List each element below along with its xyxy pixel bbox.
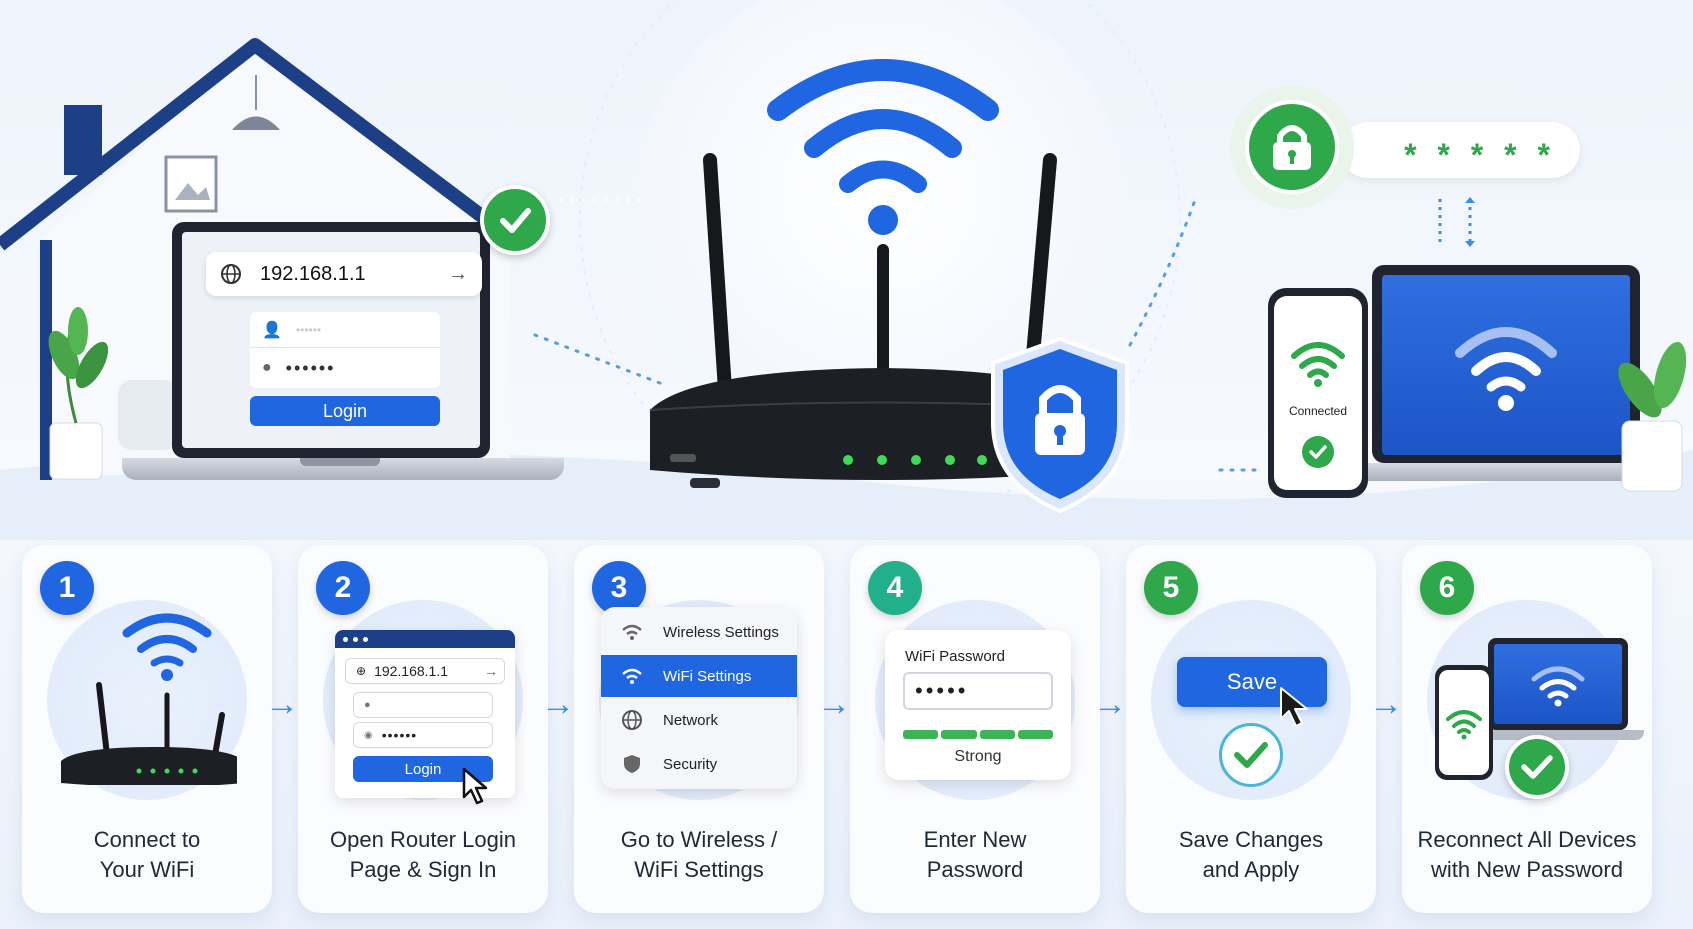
go-arrow-icon[interactable]: → xyxy=(448,262,468,285)
sync-arrows-icon xyxy=(1438,197,1475,247)
step-card-1: 1 Connect to Your WiFi xyxy=(22,545,272,913)
check-icon xyxy=(1219,723,1283,787)
step-number-badge: 1 xyxy=(40,561,94,615)
step-caption: Save Changes and Apply xyxy=(1178,827,1324,882)
step-number-badge: 4 xyxy=(868,561,922,615)
address-bar[interactable]: 192.168.1.1 → xyxy=(206,252,482,296)
menu-item-wireless-settings[interactable]: Wireless Settings xyxy=(601,611,797,653)
router-icon xyxy=(61,613,237,785)
step-card-3: 3 Wireless Settings WiFi Settings Networ… xyxy=(574,545,824,913)
laptop xyxy=(1488,638,1628,730)
globe-icon xyxy=(622,710,642,730)
browser-window: ⊕ 192.168.1.1 → ● ◉ •••••• Login xyxy=(335,630,515,798)
menu-item-security[interactable]: Security xyxy=(601,743,797,785)
wifi-icon xyxy=(1455,327,1557,411)
connected-label: Connected xyxy=(1288,404,1348,418)
username-field[interactable]: 👤 •••••• xyxy=(250,312,440,348)
wifi-icon xyxy=(622,624,642,640)
save-button[interactable]: Save xyxy=(1177,657,1327,707)
password-stars: * * * * * xyxy=(1404,136,1556,173)
step-number-badge: 6 xyxy=(1420,561,1474,615)
wifi-icon xyxy=(1531,666,1585,707)
login-button[interactable]: Login xyxy=(250,396,440,426)
wifi-icon xyxy=(622,668,642,684)
strength-label: Strong xyxy=(954,748,1002,765)
login-form: 👤 •••••• ● •••••• xyxy=(250,312,440,388)
arrow-right-icon: → xyxy=(265,685,299,723)
go-arrow-icon: → xyxy=(484,663,498,679)
arrow-right-icon: → xyxy=(541,685,575,723)
settings-menu: Wireless Settings WiFi Settings Network … xyxy=(601,607,797,789)
arrow-right-icon: → xyxy=(817,685,851,723)
plant-icon xyxy=(1618,341,1687,492)
step-caption: Connect to Your WiFi xyxy=(93,827,201,882)
wifi-icon xyxy=(1291,342,1345,387)
laptop-base xyxy=(122,458,564,480)
step-caption: Reconnect All Devices with New Password xyxy=(1417,827,1637,882)
step-number-badge: 3 xyxy=(592,561,646,615)
user-icon: 👤 xyxy=(262,321,282,339)
password-pill: * * * * * xyxy=(1340,122,1580,178)
check-icon xyxy=(1505,735,1569,799)
check-icon xyxy=(480,185,550,255)
step-number-badge: 5 xyxy=(1144,561,1198,615)
wifi-password-label: WiFi Password xyxy=(905,648,1006,665)
step-card-6: 6 xyxy=(1402,545,1652,913)
user-icon: ● xyxy=(364,699,371,711)
key-icon: ◉ xyxy=(364,729,374,741)
step-card-4: 4 WiFi Password ••••• Strong Enter New P… xyxy=(850,545,1100,913)
menu-item-wifi-settings[interactable]: WiFi Settings xyxy=(601,655,797,697)
arrow-right-icon: → xyxy=(1093,685,1127,723)
globe-icon xyxy=(221,264,241,284)
step-caption: Open Router Login Page & Sign In xyxy=(330,827,516,882)
phone: Connected xyxy=(1268,288,1368,498)
cursor-icon xyxy=(462,767,488,805)
step-caption: Go to Wireless / WiFi Settings xyxy=(620,827,778,882)
step-card-5: 5 Save Save Changes and Apply xyxy=(1126,545,1376,913)
address-bar[interactable]: ⊕ 192.168.1.1 → xyxy=(345,658,505,684)
check-icon xyxy=(1302,436,1334,468)
new-password-input[interactable]: ••••• xyxy=(903,672,1053,710)
strength-meter xyxy=(903,730,1053,739)
password-field[interactable]: ● •••••• xyxy=(262,357,336,378)
shield-icon xyxy=(624,755,640,773)
right-laptop-screen xyxy=(1372,265,1640,463)
step-caption: Enter New Password xyxy=(923,827,1027,882)
key-icon: ● xyxy=(262,359,272,376)
password-panel: WiFi Password ••••• Strong xyxy=(885,630,1071,780)
cursor-icon xyxy=(1280,687,1308,727)
phone xyxy=(1435,665,1493,780)
steps-row: 1 Connect to Your WiFi → 2 xyxy=(0,545,1693,925)
ip-address-text: 192.168.1.1 xyxy=(260,262,366,285)
hero-illustration: 192.168.1.1 → 👤 •••••• ● •••••• Login xyxy=(0,0,1693,540)
step-card-2: 2 ⊕ 192.168.1.1 → ● ◉ •••••• Login xyxy=(298,545,548,913)
username-field[interactable]: ● xyxy=(353,692,493,718)
globe-icon: ⊕ xyxy=(356,664,367,678)
step-number-badge: 2 xyxy=(316,561,370,615)
arrow-right-icon: → xyxy=(1369,685,1403,723)
password-field[interactable]: ◉ •••••• xyxy=(353,722,493,748)
shield-lock-icon xyxy=(991,336,1129,514)
lock-icon xyxy=(1245,100,1339,194)
menu-item-network[interactable]: Network xyxy=(601,699,797,741)
wifi-icon xyxy=(1446,709,1482,739)
